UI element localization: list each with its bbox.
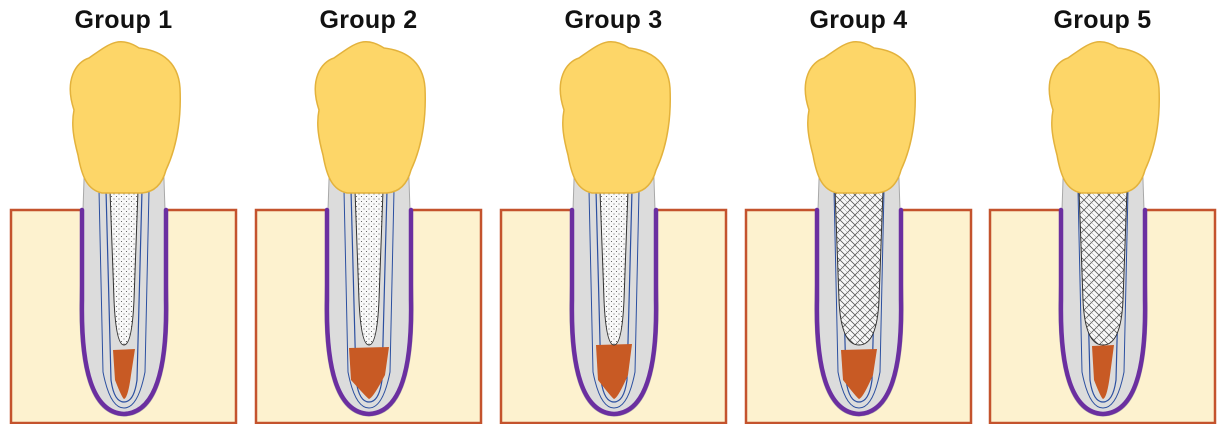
group-panel-3: Group 3 (490, 0, 737, 424)
tooth-diagram-5 (979, 0, 1223, 424)
tooth-diagram-1 (0, 0, 247, 424)
group-panel-1: Group 1 (0, 0, 247, 424)
fiber-post (835, 190, 883, 345)
tooth-diagram-4 (735, 0, 982, 424)
tooth-diagram-2 (245, 0, 492, 424)
tooth-crown (70, 42, 180, 193)
tooth-diagram-3 (490, 0, 737, 424)
tooth-crown (1049, 42, 1159, 193)
fiber-post (1079, 190, 1127, 345)
tooth-crown (805, 42, 915, 193)
group-panel-5: Group 5 (979, 0, 1223, 424)
group-panel-2: Group 2 (245, 0, 492, 424)
group-panel-4: Group 4 (735, 0, 982, 424)
tooth-crown (315, 42, 425, 193)
tooth-crown (560, 42, 670, 193)
